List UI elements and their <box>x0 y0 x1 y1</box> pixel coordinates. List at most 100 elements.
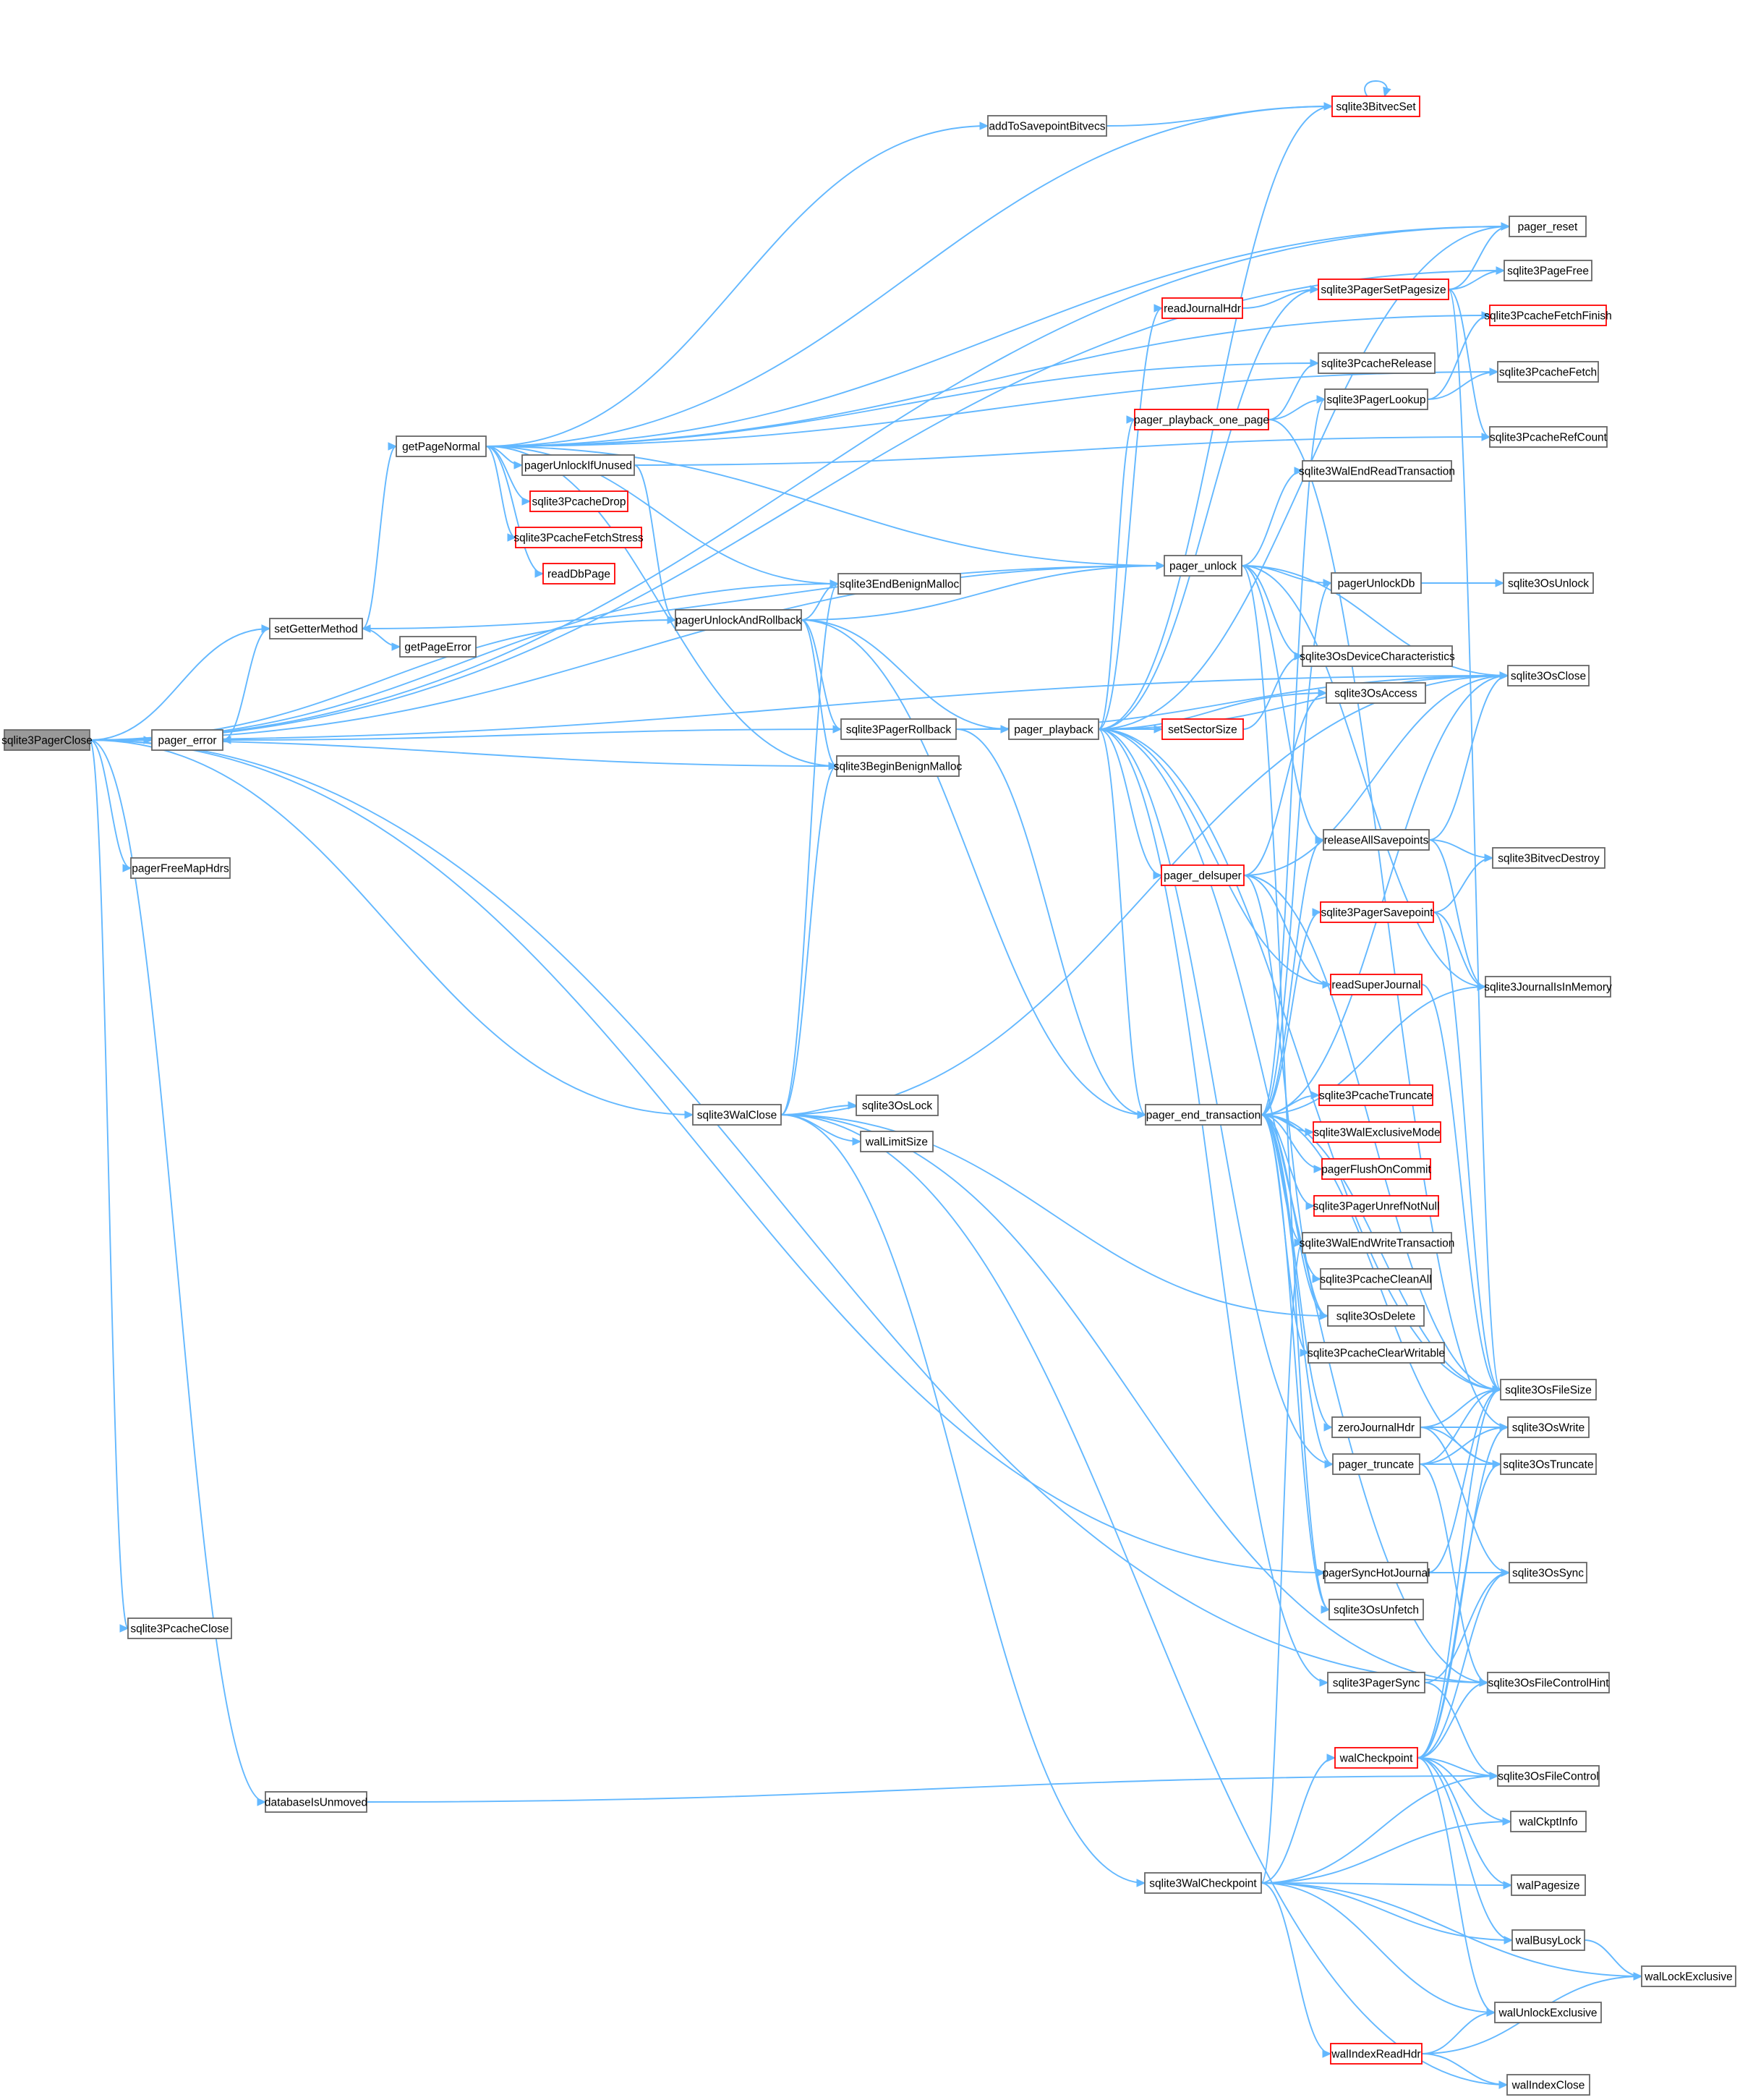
node-walPagesize[interactable]: walPagesize <box>1511 1874 1586 1896</box>
node-sqlite3PcacheClose[interactable]: sqlite3PcacheClose <box>127 1617 232 1639</box>
node-label: pagerFlushOnCommit <box>1321 1164 1431 1176</box>
node-sqlite3OsDelete[interactable]: sqlite3OsDelete <box>1327 1305 1425 1327</box>
call-edge-getPageNormal-to-sqlite3BitvecSet <box>485 102 1334 447</box>
node-pagerUnlockDb[interactable]: pagerUnlockDb <box>1331 572 1422 594</box>
node-addToSavepointBitvecs[interactable]: addToSavepointBitvecs <box>987 115 1107 137</box>
node-pagerUnlockIfUnused[interactable]: pagerUnlockIfUnused <box>521 454 635 476</box>
node-sqlite3PcacheTruncate[interactable]: sqlite3PcacheTruncate <box>1318 1084 1433 1106</box>
node-sqlite3PagerSetPagesize[interactable]: sqlite3PagerSetPagesize <box>1318 279 1449 300</box>
node-sqlite3PagerUnrefNotNull[interactable]: sqlite3PagerUnrefNotNull <box>1313 1195 1440 1217</box>
node-sqlite3JournalIsInMemory[interactable]: sqlite3JournalIsInMemory <box>1484 976 1612 998</box>
call-edge-addToSavepointBitvecs-to-sqlite3BitvecSet <box>1106 102 1334 127</box>
node-label: sqlite3OsDelete <box>1336 1311 1415 1323</box>
call-edge-getPageNormal-to-addToSavepointBitvecs <box>485 122 989 447</box>
node-sqlite3WalEndWriteTransaction[interactable]: sqlite3WalEndWriteTransaction <box>1300 1232 1455 1254</box>
node-walCheckpoint[interactable]: walCheckpoint <box>1334 1747 1418 1769</box>
call-edge-sqlite3WalClose-to-sqlite3BeginBenignMalloc <box>780 762 838 1115</box>
call-edge-walCheckpoint-to-walCkptInfo <box>1417 1757 1512 1826</box>
node-sqlite3OsLock[interactable]: sqlite3OsLock <box>856 1094 939 1116</box>
node-sqlite3OsTruncate[interactable]: sqlite3OsTruncate <box>1500 1453 1597 1475</box>
node-label: getPageNormal <box>402 441 480 454</box>
call-edge-pager_playback-to-pager_playback_one_page <box>1098 415 1136 730</box>
node-sqlite3PcacheRefCount[interactable]: sqlite3PcacheRefCount <box>1489 426 1608 448</box>
node-label: sqlite3OsLock <box>862 1100 933 1113</box>
node-pager_error[interactable]: pager_error <box>151 729 223 751</box>
node-pager_reset[interactable]: pager_reset <box>1509 216 1587 237</box>
node-sqlite3OsUnfetch[interactable]: sqlite3OsUnfetch <box>1329 1599 1424 1620</box>
node-root[interactable]: sqlite3PagerClose <box>1 729 93 751</box>
node-readSuperJournal[interactable]: readSuperJournal <box>1330 974 1423 995</box>
node-walBusyLock[interactable]: walBusyLock <box>1511 1929 1585 1951</box>
node-label: sqlite3PagerRollback <box>846 724 952 736</box>
node-sqlite3OsFileControl[interactable]: sqlite3OsFileControl <box>1497 1765 1600 1787</box>
node-sqlite3PcacheDrop[interactable]: sqlite3PcacheDrop <box>529 490 628 512</box>
node-label: sqlite3OsSync <box>1512 1568 1584 1580</box>
node-pagerFreeMapHdrs[interactable]: pagerFreeMapHdrs <box>130 857 231 879</box>
node-walUnlockExclusive[interactable]: walUnlockExclusive <box>1494 2002 1602 2023</box>
node-label: sqlite3PcacheClearWritable <box>1308 1348 1445 1360</box>
node-sqlite3PcacheRelease[interactable]: sqlite3PcacheRelease <box>1318 352 1436 374</box>
call-edges <box>89 80 1643 2089</box>
node-sqlite3OsFileControlHint[interactable]: sqlite3OsFileControlHint <box>1487 1672 1610 1693</box>
node-sqlite3OsSync[interactable]: sqlite3OsSync <box>1509 1562 1587 1583</box>
node-sqlite3OsFileSize[interactable]: sqlite3OsFileSize <box>1500 1379 1597 1400</box>
node-readJournalHdr[interactable]: readJournalHdr <box>1161 297 1243 319</box>
node-sqlite3OsUnlock[interactable]: sqlite3OsUnlock <box>1503 572 1594 594</box>
node-pager_delsuper[interactable]: pager_delsuper <box>1161 864 1245 886</box>
node-label: walBusyLock <box>1515 1935 1582 1947</box>
node-pagerUnlockAndRollback[interactable]: pagerUnlockAndRollback <box>675 609 802 631</box>
node-pager_end_transaction[interactable]: pager_end_transaction <box>1145 1104 1262 1126</box>
node-sqlite3PcacheFetch[interactable]: sqlite3PcacheFetch <box>1497 361 1599 383</box>
node-setGetterMethod[interactable]: setGetterMethod <box>269 618 363 639</box>
node-pagerSyncHotJournal[interactable]: pagerSyncHotJournal <box>1322 1562 1430 1583</box>
node-label: pagerUnlockDb <box>1338 578 1415 590</box>
node-releaseAllSavepoints[interactable]: releaseAllSavepoints <box>1323 829 1430 851</box>
call-edge-pagerUnlockIfUnused-to-pagerUnlockAndRollback <box>634 464 677 624</box>
node-sqlite3PageFree[interactable]: sqlite3PageFree <box>1504 260 1592 281</box>
node-sqlite3PagerLookup[interactable]: sqlite3PagerLookup <box>1324 388 1428 410</box>
node-label: walIndexReadHdr <box>1331 2049 1420 2061</box>
node-walIndexClose[interactable]: walIndexClose <box>1506 2074 1590 2096</box>
node-walIndexReadHdr[interactable]: walIndexReadHdr <box>1330 2043 1423 2065</box>
node-getPageError[interactable]: getPageError <box>399 636 477 658</box>
node-zeroJournalHdr[interactable]: zeroJournalHdr <box>1331 1416 1421 1438</box>
node-sqlite3OsAccess[interactable]: sqlite3OsAccess <box>1326 682 1426 704</box>
node-sqlite3PagerSync[interactable]: sqlite3PagerSync <box>1327 1672 1425 1693</box>
node-label: addToSavepointBitvecs <box>989 121 1105 133</box>
node-sqlite3PcacheFetchStress[interactable]: sqlite3PcacheFetchStress <box>513 527 644 548</box>
node-sqlite3BitvecDestroy[interactable]: sqlite3BitvecDestroy <box>1492 847 1605 869</box>
node-sqlite3WalCheckpoint[interactable]: sqlite3WalCheckpoint <box>1144 1872 1262 1894</box>
node-walLockExclusive[interactable]: walLockExclusive <box>1641 1965 1736 1987</box>
node-sqlite3OsWrite[interactable]: sqlite3OsWrite <box>1507 1416 1590 1438</box>
node-sqlite3PagerRollback[interactable]: sqlite3PagerRollback <box>840 718 957 740</box>
node-sqlite3WalClose[interactable]: sqlite3WalClose <box>692 1104 782 1126</box>
node-sqlite3OsClose[interactable]: sqlite3OsClose <box>1507 665 1590 686</box>
node-pagerFlushOnCommit[interactable]: pagerFlushOnCommit <box>1321 1158 1431 1180</box>
node-sqlite3PcacheFetchFinish[interactable]: sqlite3PcacheFetchFinish <box>1484 305 1612 326</box>
node-databaseIsUnmoved[interactable]: databaseIsUnmoved <box>265 1791 367 1813</box>
node-label: pagerUnlockIfUnused <box>524 460 632 472</box>
node-label: sqlite3PagerUnrefNotNull <box>1313 1201 1440 1213</box>
node-pager_playback_one_page[interactable]: pager_playback_one_page <box>1134 409 1269 430</box>
node-getPageNormal[interactable]: getPageNormal <box>396 435 487 457</box>
node-readDbPage[interactable]: readDbPage <box>542 563 615 584</box>
node-setSectorSize[interactable]: setSectorSize <box>1161 718 1244 740</box>
node-pager_unlock[interactable]: pager_unlock <box>1164 555 1242 577</box>
node-sqlite3OsDeviceCharacteristics[interactable]: sqlite3OsDeviceCharacteristics <box>1300 645 1455 667</box>
call-edge-pager_end_transaction-to-sqlite3OsClose <box>1261 671 1509 1115</box>
node-pager_playback[interactable]: pager_playback <box>1008 718 1099 740</box>
call-edge-walIndexReadHdr-to-walIndexClose <box>1421 2053 1509 2089</box>
node-walLimitSize[interactable]: walLimitSize <box>860 1131 934 1152</box>
node-sqlite3PcacheClearWritable[interactable]: sqlite3PcacheClearWritable <box>1308 1342 1445 1364</box>
node-label: pager_delsuper <box>1164 870 1242 883</box>
node-sqlite3WalEndReadTransaction[interactable]: sqlite3WalEndReadTransaction <box>1299 460 1455 482</box>
call-edge-walCheckpoint-to-walBusyLock <box>1417 1757 1514 1944</box>
node-sqlite3WalExclusiveMode[interactable]: sqlite3WalExclusiveMode <box>1313 1121 1441 1143</box>
node-pager_truncate[interactable]: pager_truncate <box>1332 1453 1420 1475</box>
node-walCkptInfo[interactable]: walCkptInfo <box>1510 1811 1587 1832</box>
node-sqlite3BeginBenignMalloc[interactable]: sqlite3BeginBenignMalloc <box>834 755 963 777</box>
node-sqlite3PcacheCleanAll[interactable]: sqlite3PcacheCleanAll <box>1320 1268 1432 1290</box>
node-sqlite3BitvecSet[interactable]: sqlite3BitvecSet <box>1331 95 1420 117</box>
node-sqlite3PagerSavepoint[interactable]: sqlite3PagerSavepoint <box>1320 901 1434 923</box>
node-sqlite3EndBenignMalloc[interactable]: sqlite3EndBenignMalloc <box>837 573 961 595</box>
